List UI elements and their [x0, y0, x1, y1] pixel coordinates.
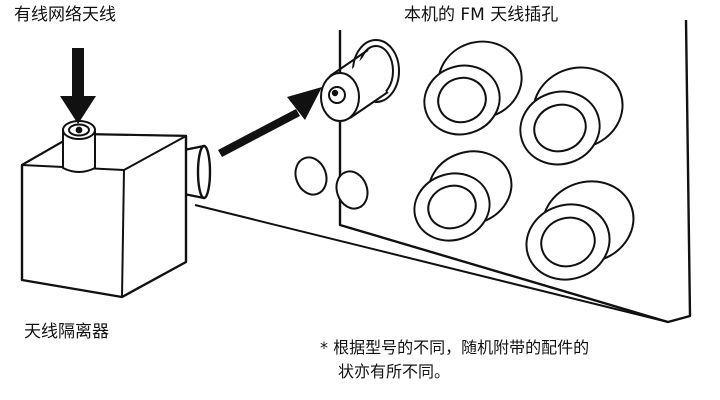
cable-antenna-label: 有线网络天线	[14, 5, 116, 25]
footnote-line-1: * 根据型号的不同，随机附带的配件的	[320, 338, 590, 357]
antenna-isolator	[20, 120, 212, 299]
speaker-terminals	[413, 40, 635, 281]
footnote: * 根据型号的不同，随机附带的配件的 状亦有所不同。	[320, 336, 720, 384]
receiver-rear-panel	[194, 19, 692, 324]
arrow-to-jack	[218, 87, 322, 157]
footnote-line-2: 状亦有所不同。	[338, 362, 451, 381]
arrow-down	[60, 48, 96, 124]
isolator-label: 天线隔离器	[24, 322, 109, 342]
fm-jack-label: 本机的 FM 天线插孔	[404, 5, 559, 25]
panel-knobs-small	[294, 156, 369, 210]
fm-antenna-jack	[320, 39, 400, 122]
